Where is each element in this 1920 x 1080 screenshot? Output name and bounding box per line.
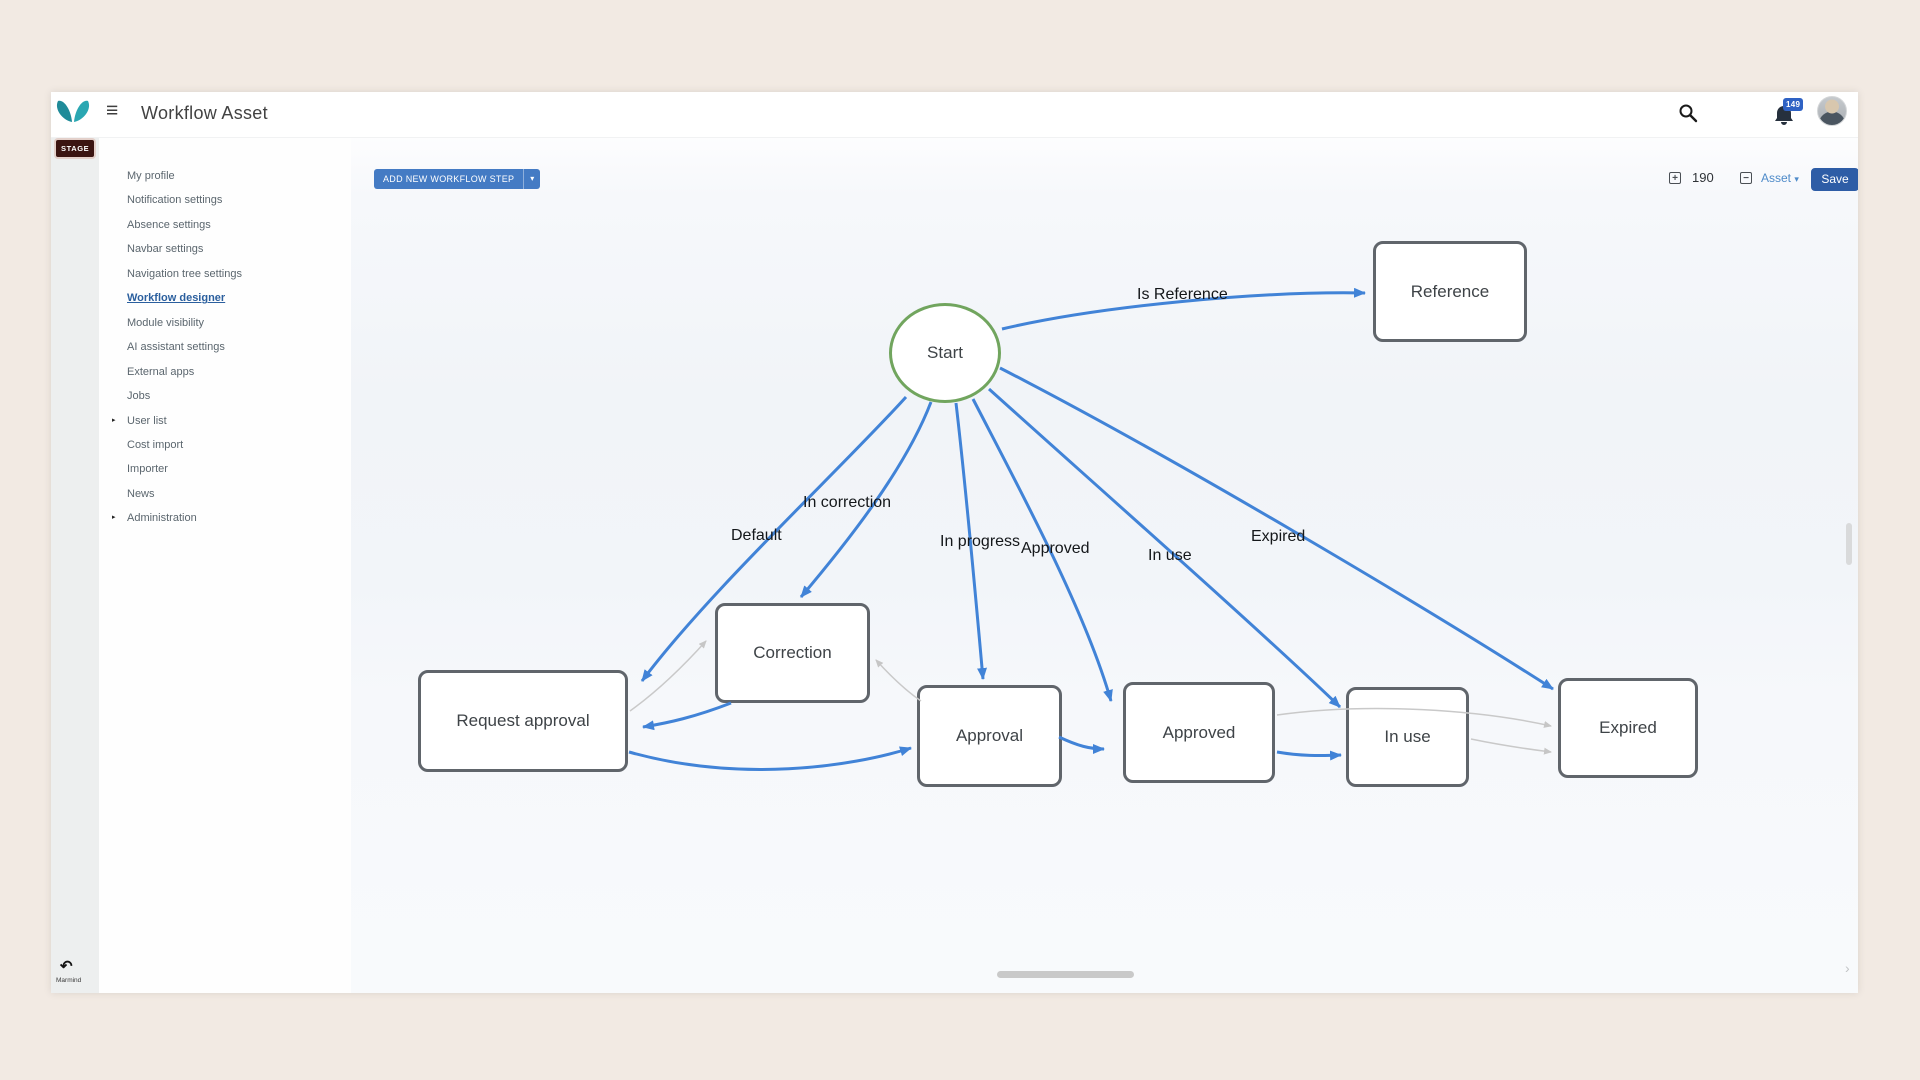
workflow-node-expired[interactable]: Expired [1558,678,1698,778]
vertical-scrollbar[interactable] [1846,523,1852,565]
sidebar-item-news[interactable]: News [99,482,351,506]
sidebar-item-notification-settings[interactable]: Notification settings [99,188,351,212]
workflow-node-label: In use [1384,727,1431,746]
sidebar-item-user-list[interactable]: ▸ User list [99,409,351,433]
edge-label-in-correction: In correction [803,494,892,511]
edge-approval-to-approved[interactable] [1058,735,1105,754]
sidebar-item-cost-import[interactable]: Cost import [99,433,351,457]
sidebar-item-label: Importer [127,463,168,476]
undo-icon[interactable]: ↶ [60,958,73,975]
environment-badge: STAGE [56,140,95,157]
save-button[interactable]: Save [1811,168,1858,191]
sidebar-item-label: Cost import [127,438,184,451]
sidebar-item-label: User list [127,414,167,427]
expand-arrow-icon[interactable]: ▸ [112,514,116,522]
sidebar-item-absence-settings[interactable]: Absence settings [99,213,351,237]
edge-label-in-progress: In progress [940,533,1021,550]
edge-label-default: Default [731,527,782,544]
edge-request-approval-to-correction[interactable] [629,640,707,712]
sidebar-item-label: Absence settings [127,218,211,231]
search-icon[interactable] [1677,102,1699,124]
edge-label-is-reference: Is Reference [1137,286,1228,303]
edge-label-in-use: In use [1148,547,1192,564]
sidebar-item-label: Navigation tree settings [127,267,242,280]
chevron-right-icon: › [1845,960,1850,976]
sidebar-item-navbar-settings[interactable]: Navbar settings [99,237,351,261]
sidebar-item-label: Navbar settings [127,243,204,256]
workflow-node-label: Expired [1599,718,1657,737]
sidebar-item-external-apps[interactable]: External apps [99,360,351,384]
edge-correction-to-request-approval[interactable] [642,701,732,731]
edge-approval-to-correction[interactable] [875,659,922,702]
page-title: Workflow Asset [141,103,268,123]
workflow-node-label: Correction [753,643,832,662]
zoom-in-button[interactable]: + [1669,172,1681,184]
chevron-down-icon: ▾ [1794,174,1799,184]
workflow-node-reference[interactable]: Reference [1373,241,1527,342]
zoom-level: 190 [1692,170,1714,185]
workflow-canvas[interactable]: ADD NEW WORKFLOW STEP ▾ + 190 − Asset ▾ … [351,137,1858,993]
zoom-out-button[interactable]: − [1740,172,1752,184]
workflow-node-label: Reference [1410,281,1490,301]
add-workflow-step-button[interactable]: ADD NEW WORKFLOW STEP ▾ [374,169,541,189]
app-window: ≡ Workflow Asset 149 STAGE ↶ Marmind My … [51,92,1858,993]
workflow-node-approval[interactable]: Approval [917,685,1062,787]
workflow-edges [628,287,1554,771]
left-rail: STAGE ↶ Marmind [51,137,99,993]
sidebar-item-label: My profile [127,170,175,182]
sidebar-item-label: News [127,487,155,500]
sidebar-item-module-visibility[interactable]: Module visibility [99,311,351,335]
top-bar: ≡ Workflow Asset 149 [51,92,1858,138]
workflow-node-label: Start [927,343,963,362]
sidebar-item-label: Notification settings [127,194,223,207]
workflow-node-label: Request approval [456,711,590,730]
add-workflow-step-label[interactable]: ADD NEW WORKFLOW STEP [374,169,524,189]
brand-logo-icon[interactable] [55,96,91,124]
sidebar-item-administration[interactable]: ▸ Administration [99,506,351,530]
entity-selector-dropdown[interactable]: Asset ▾ [1761,171,1799,185]
sidebar-item-label: Module visibility [127,316,205,329]
horizontal-scrollbar[interactable] [997,971,1134,978]
sidebar-item-importer[interactable]: Importer [99,457,351,481]
edge-in-use-to-expired[interactable] [1470,738,1552,755]
edge-label-expired: Expired [1251,528,1306,545]
expand-arrow-icon[interactable]: ▸ [112,416,116,424]
sidebar-item-jobs[interactable]: Jobs [99,384,351,408]
edge-label-approved: Approved [1021,540,1090,557]
menu-hamburger-icon[interactable]: ≡ [106,99,119,122]
notification-count-badge: 149 [1783,98,1804,111]
sidebar-item-label: Jobs [127,390,151,403]
edge-request-approval-to-approval[interactable] [628,746,912,771]
workflow-node-correction[interactable]: Correction [715,603,870,703]
brand-name: Marmind [56,977,82,984]
sidebar-item-my-profile[interactable]: My profile [99,164,351,188]
sidebar-item-navigation-tree-settings[interactable]: Navigation tree settings [99,262,351,286]
sidebar-item-ai-assistant-settings[interactable]: AI assistant settings [99,335,351,359]
sidebar-item-label: Workflow designer [127,292,226,305]
workflow-node-start[interactable]: Start [889,303,1001,403]
edge-approved-to-in-use[interactable] [1276,750,1342,761]
workflow-node-request-approval[interactable]: Request approval [418,670,628,772]
notifications-button[interactable]: 149 [1773,98,1807,130]
workflow-node-label: Approved [1162,722,1236,742]
workflow-node-label: Approval [955,726,1024,745]
sidebar-item-label: External apps [127,365,195,378]
sidebar-item-label: Administration [127,512,197,525]
workflow-node-in-use[interactable]: In use [1346,687,1469,787]
workflow-node-approved[interactable]: Approved [1123,682,1275,783]
chevron-down-icon[interactable]: ▾ [523,169,541,189]
user-avatar[interactable] [1817,96,1847,126]
entity-selector-label: Asset [1761,171,1792,185]
sidebar-item-workflow-designer[interactable]: Workflow designer [99,286,351,310]
sidebar-item-label: AI assistant settings [127,341,225,354]
